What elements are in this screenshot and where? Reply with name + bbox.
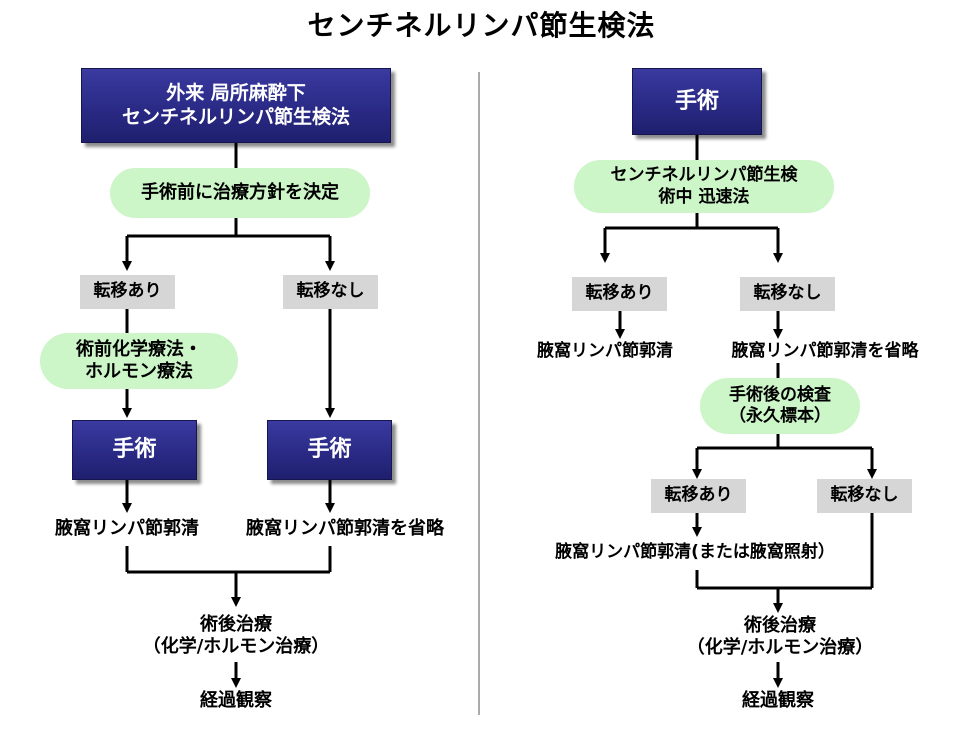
right-intraop-line2: 術中 迅速法 bbox=[658, 186, 750, 207]
left-postop-line1: 術後治療 bbox=[200, 613, 272, 635]
right-result2: 腋窩リンパ節郭清(または腋窩照射） bbox=[555, 542, 835, 563]
left-top-line2: センチネルリンパ節生検法 bbox=[121, 105, 350, 128]
right-meta-yes: 転移あり bbox=[572, 277, 667, 311]
right-result-yes: 腋窩リンパ節郭清 bbox=[537, 341, 673, 362]
right-postop: 術後治療 （化学/ホルモン治療） bbox=[660, 612, 900, 662]
left-postop: 術後治療 （化学/ホルモン治療） bbox=[116, 610, 356, 662]
right-result-no: 腋窩リンパ節郭清を省略 bbox=[731, 341, 919, 362]
right-postexam: 手術後の検査 （永久標本） bbox=[700, 378, 860, 434]
left-meta-no: 転移なし bbox=[283, 275, 378, 309]
left-result-no: 腋窩リンパ節郭清を省略 bbox=[246, 517, 444, 539]
right-meta2-no: 転移なし bbox=[817, 479, 912, 513]
right-meta2-yes: 転移あり bbox=[651, 479, 746, 513]
right-observe: 経過観察 bbox=[742, 689, 814, 711]
left-preop-line2: ホルモン療法 bbox=[85, 361, 193, 382]
left-decide: 手術前に治療方針を決定 bbox=[110, 168, 370, 218]
left-preop: 術前化学療法・ ホルモン療法 bbox=[40, 333, 238, 389]
right-intraop: センチネルリンパ節生検 術中 迅速法 bbox=[574, 160, 834, 213]
right-meta-no: 転移なし bbox=[740, 277, 835, 311]
right-postop-line2: （化学/ホルモン治療） bbox=[686, 637, 874, 658]
right-postexam-line1: 手術後の検査 bbox=[729, 384, 831, 405]
left-top-line1: 外来 局所麻酔下 bbox=[166, 81, 306, 104]
left-meta-yes: 転移あり bbox=[80, 275, 175, 309]
left-top-box: 外来 局所麻酔下 センチネルリンパ節生検法 bbox=[81, 68, 391, 143]
left-result-yes: 腋窩リンパ節郭清 bbox=[55, 517, 199, 539]
left-surgery-a: 手術 bbox=[72, 420, 197, 480]
right-intraop-line1: センチネルリンパ節生検 bbox=[610, 165, 798, 186]
page-title: センチネルリンパ節生検法 bbox=[307, 9, 656, 42]
left-postop-line2: （化学/ホルモン治療） bbox=[142, 636, 330, 657]
left-preop-line1: 術前化学療法・ bbox=[76, 338, 202, 360]
left-observe: 経過観察 bbox=[200, 689, 272, 711]
right-postexam-line2: （永久標本） bbox=[729, 406, 831, 426]
left-surgery-b: 手術 bbox=[267, 420, 392, 480]
right-top-box: 手術 bbox=[632, 68, 762, 135]
right-postop-line1: 術後治療 bbox=[744, 614, 816, 636]
